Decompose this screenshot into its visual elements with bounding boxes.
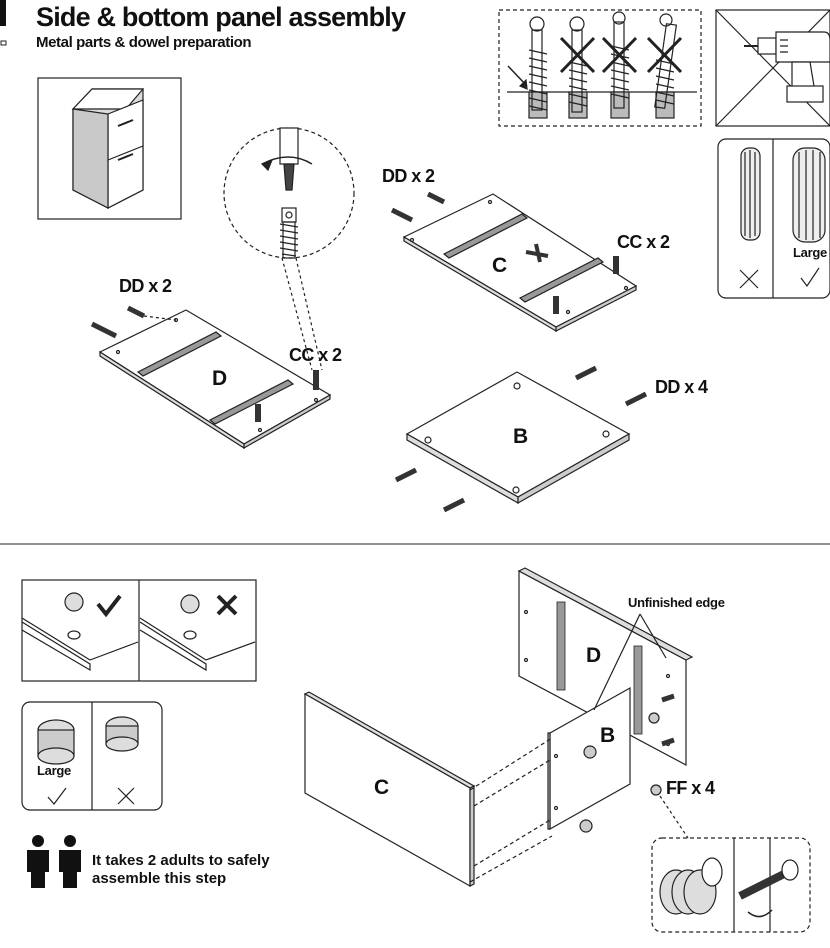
safety-note-line2: assemble this step [92,870,227,887]
cam-lock-icon [64,592,84,612]
cross-icon [739,269,759,289]
panel-b-bottom [547,686,631,833]
panel-label-b-bottom: B [600,724,616,747]
panel-label-b-top: B [513,425,529,448]
screw-wrong-icon-3 [646,13,683,119]
label-ff: FF x 4 [666,778,715,798]
cross-icon [216,594,238,616]
panel-b-top [394,365,648,513]
drawer-rail [136,331,295,425]
check-icon [96,594,122,618]
leader-line [659,795,689,839]
safety-note-line1: It takes 2 adults to safely [92,852,270,869]
cam-lock-ff-icon [650,784,662,796]
label-dd-b: DD x 4 [655,377,708,397]
panel-label-c-bottom: C [374,776,390,799]
dowel-large-label: Large [793,245,827,260]
panel-label-c-top: C [492,254,508,277]
label-cc-c: CC x 2 [617,232,670,252]
two-adults-icon [27,835,81,888]
panel-d-bottom [517,567,694,766]
dowel-dd [624,391,648,407]
leader-line [639,613,667,659]
dowel-size-box [717,138,830,299]
dowel-dd [90,305,146,339]
cam-orientation-box [21,579,257,682]
cross-icon [117,787,135,805]
panel-c-top [390,191,638,333]
check-icon [800,267,820,288]
dowel-dd [442,497,466,513]
cam-bolt-icon [279,207,299,259]
dowel-dd [574,365,598,381]
label-cc-d: CC x 2 [289,345,342,365]
panel-label-d-bottom: D [586,644,602,667]
safety-note: It takes 2 adults to safely assemble thi… [92,852,322,888]
dowel-dd [426,191,446,205]
cam-size-box [21,701,163,811]
header-bar [0,0,6,26]
power-drill-icon [744,31,830,103]
cabinet-thumbnail [37,77,182,220]
screwdriver-detail [223,127,355,371]
page-subtitle: Metal parts & dowel preparation [36,34,252,51]
panel-d-top [90,305,332,450]
panel-c-bottom [303,691,553,888]
label-unfinished-edge: Unfinished edge [628,595,725,610]
dowel-dd [394,467,418,483]
screw-wrong-icon-2 [601,11,638,119]
subtitle-bullet [0,40,7,46]
check-icon [47,787,67,805]
cam-large-label: Large [37,763,71,778]
screw-correct-icon [528,16,548,119]
dowel-dd [390,207,414,223]
screw-wrong-icon-1 [559,16,596,119]
page-title: Side & bottom panel assembly [36,2,406,32]
cam-lock-icon [180,594,200,614]
leader-line [593,613,641,711]
screwdriver-icon [525,243,549,263]
panel-label-d-top: D [212,367,228,390]
dowel-depth-diagram [498,9,702,127]
no-drill-box [715,9,830,127]
label-dd-c: DD x 2 [382,166,435,186]
label-dd-d: DD x 2 [119,276,172,296]
cam-lock-detail-box [651,837,811,933]
